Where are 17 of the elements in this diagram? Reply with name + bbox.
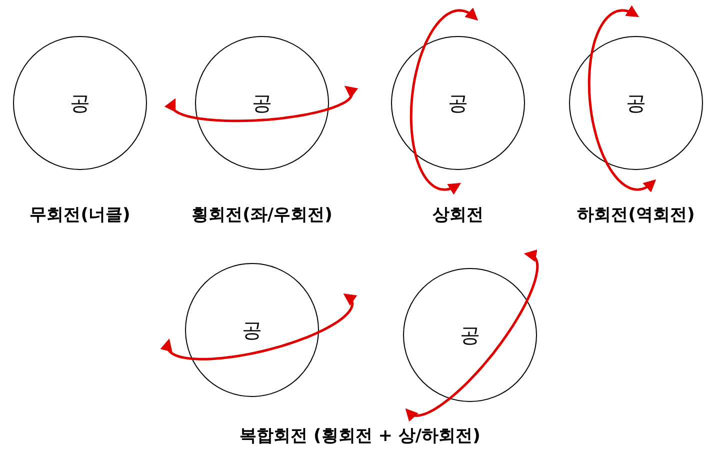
ball-label: 공 [70,90,90,116]
spin-caption: 횡회전(좌/우회전) [192,204,332,226]
ball-circle [403,268,537,402]
group-caption: 복합회전 (횡회전 + 상/하회전) [240,425,480,447]
ball-label: 공 [460,322,480,348]
spin-caption: 상회전 [432,204,484,226]
ball-label: 공 [448,90,468,116]
ball-circle [13,36,147,170]
ball-circle [185,263,319,397]
ball-circle [195,36,329,170]
spin-caption: 하회전(역회전) [577,204,695,226]
ball-circle [391,36,525,170]
ball-label: 공 [626,90,646,116]
spin-caption: 무회전(너클) [30,204,130,226]
ball-label: 공 [252,90,272,116]
ball-circle [569,36,703,170]
ball-label: 공 [242,316,262,344]
